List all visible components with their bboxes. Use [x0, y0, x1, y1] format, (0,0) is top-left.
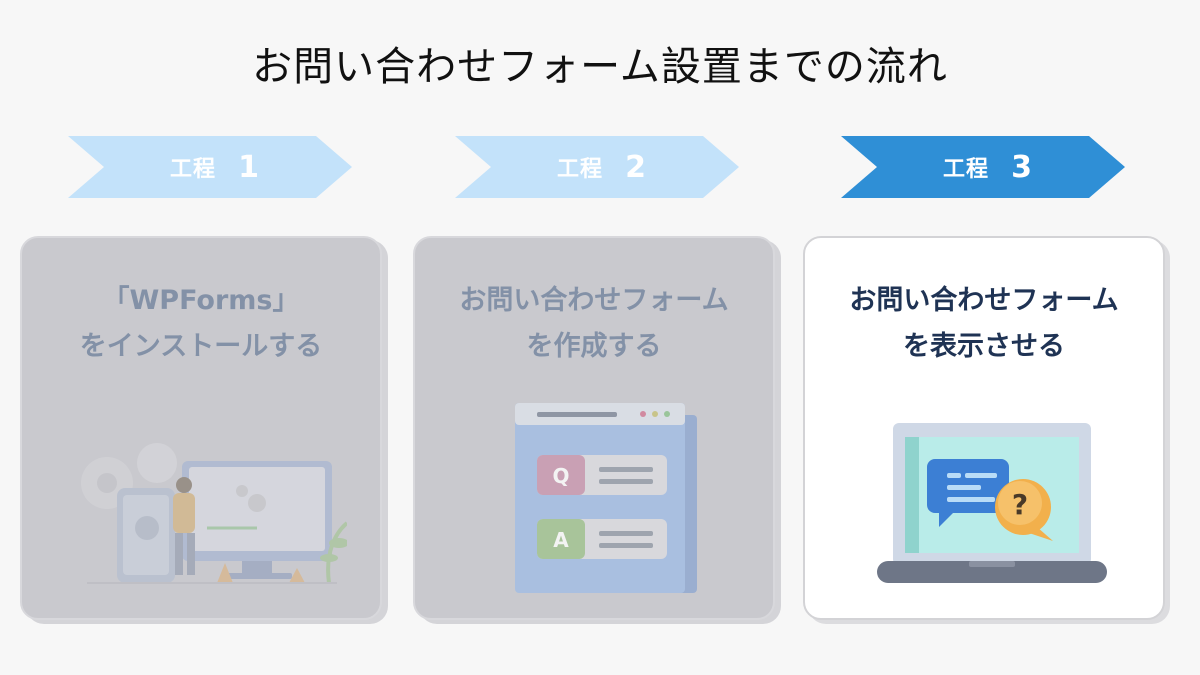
step-1-arrow: 工程 1 — [68, 136, 352, 198]
step-3-card-text: お問い合わせフォーム を表示させる — [805, 278, 1163, 370]
step-1-label: 工程 1 — [90, 136, 340, 198]
step-2-card-text: お問い合わせフォーム を作成する — [415, 278, 773, 370]
step-1-card-text: 「WPForms」 をインストールする — [22, 278, 380, 370]
step-2-label: 工程 2 — [477, 136, 727, 198]
step-3-arrow: 工程 3 — [841, 136, 1125, 198]
step-3-word: 工程 — [943, 157, 990, 182]
arrow-chevron-shape-2 — [455, 136, 739, 198]
arrow-chevron-shape-1 — [68, 136, 352, 198]
step-2-arrow: 工程 2 — [455, 136, 739, 198]
step-1-word: 工程 — [170, 157, 217, 182]
step-3-card-line-1: お問い合わせフォーム — [849, 285, 1119, 316]
step-2-word: 工程 — [557, 157, 604, 182]
question-letter: Q — [552, 464, 569, 488]
arrow-fill-1 — [68, 136, 352, 198]
question-mark-icon: ? — [1012, 488, 1028, 521]
step-3-label: 工程 3 — [863, 136, 1113, 198]
step-2-number: 2 — [625, 149, 647, 185]
step-2-card: お問い合わせフォーム を作成する Q A — [413, 236, 775, 620]
arrow-fill-3 — [841, 136, 1125, 198]
step-1-card: 「WPForms」 をインストールする — [20, 236, 382, 620]
step-2-card-line-1: お問い合わせフォーム — [459, 285, 729, 316]
step-3-card: お問い合わせフォーム を表示させる ? — [803, 236, 1165, 620]
step-1-number: 1 — [238, 149, 260, 185]
step-3-card-line-2: を表示させる — [903, 331, 1065, 362]
answer-letter: A — [553, 528, 569, 552]
step-2-card-line-2: を作成する — [526, 331, 662, 362]
step-1-card-line-2: をインストールする — [79, 331, 323, 362]
arrow-fill-2 — [455, 136, 739, 198]
step-1-card-line-1: 「WPForms」 — [102, 285, 300, 316]
person-with-monitor-and-gears-illustration — [81, 443, 347, 584]
laptop-with-question-bubbles-illustration: ? — [877, 423, 1107, 583]
arrow-chevron-shape-3 — [841, 136, 1125, 198]
qa-form-window-illustration: Q A — [515, 403, 697, 593]
page-title: お問い合わせフォーム設置までの流れ — [252, 44, 948, 90]
step-3-number: 3 — [1011, 149, 1033, 185]
